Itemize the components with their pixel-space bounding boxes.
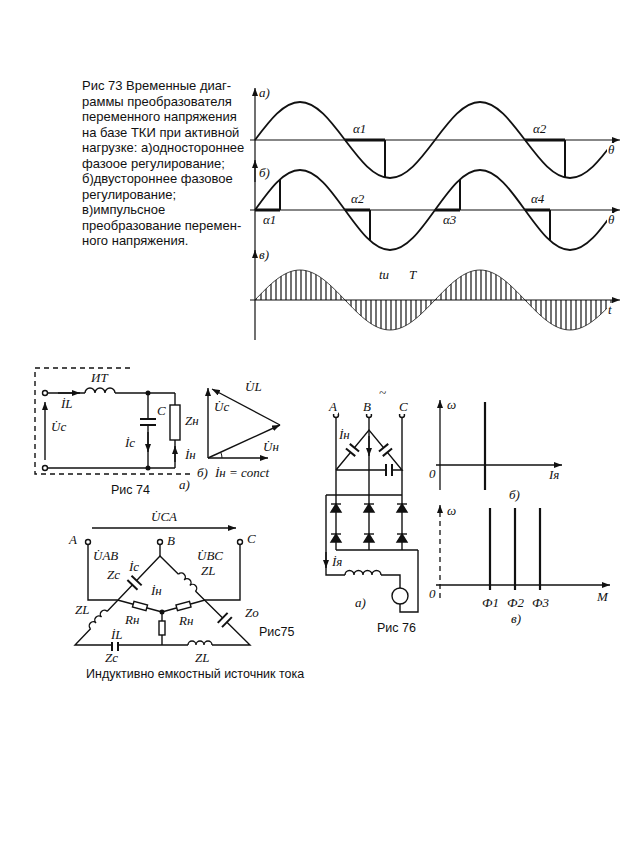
terminal-label: C — [246, 532, 257, 546]
component-label: Rн — [124, 613, 140, 627]
current-label: İя — [331, 555, 343, 569]
component-label: Rн — [178, 614, 194, 628]
axis-label: ω — [446, 504, 457, 518]
terminal-label: B — [362, 400, 372, 414]
figure-number: Рис 74 — [110, 484, 151, 498]
axis-label: 0 — [428, 587, 437, 601]
voltage-label: U̇н — [262, 440, 280, 454]
flux-label: Ф2 — [506, 596, 525, 610]
voltage-label: U̇c — [50, 420, 67, 434]
component-label: Zo — [244, 606, 260, 620]
current-label: İн — [184, 448, 197, 462]
voltage-label: U̇AB — [92, 549, 119, 563]
voltage-label: U̇BC — [196, 549, 224, 563]
current-label: İc — [128, 560, 140, 574]
panel-letter: а) — [258, 86, 271, 100]
angle-label: α2 — [532, 122, 547, 136]
panel-letter: в) — [258, 248, 270, 262]
flux-label: Ф1 — [481, 596, 500, 610]
panel-letter: а) — [354, 596, 367, 610]
condition-note: İн = conct — [214, 466, 270, 480]
axis-label: ω — [446, 398, 457, 412]
panel-letter: в) — [510, 612, 522, 626]
terminal-label: C — [398, 400, 409, 414]
component-label: Zc — [104, 651, 119, 665]
angle-label: α4 — [530, 192, 545, 206]
angle-label: α1 — [262, 213, 277, 227]
axis-label: θ — [607, 213, 615, 227]
voltage-label: U̇c — [213, 400, 230, 414]
panel-letter: б) — [196, 466, 209, 480]
component-label: Zc — [106, 568, 121, 582]
terminal-label: B — [166, 534, 176, 548]
panel-letter: а) — [178, 478, 191, 492]
waveform-a — [250, 88, 620, 182]
terminal-label: A — [328, 400, 338, 414]
time-label: tи — [378, 268, 390, 282]
phasor-diagram — [208, 388, 280, 458]
terminal-label: А — [68, 533, 78, 547]
angle-label: α1 — [352, 122, 367, 136]
current-label: İL — [60, 397, 74, 411]
voltage-label: U̇L — [244, 380, 263, 394]
component-label: ZL — [74, 603, 90, 617]
angle-label: α3 — [442, 213, 457, 227]
time-label: T — [408, 268, 417, 282]
component-label: C — [156, 404, 167, 418]
voltage-label: U̇CA — [150, 510, 178, 524]
waveform-b — [250, 160, 620, 258]
figure-number: Рис 76 — [376, 622, 417, 636]
figure-number: Рис75 — [258, 626, 295, 640]
figure-caption: Рис 73 Временные диаг- раммы преобразова… — [82, 78, 250, 249]
current-label: İL — [110, 628, 124, 642]
component-label: ZL — [200, 564, 216, 578]
rectifier-motor-circuit — [326, 413, 418, 613]
component-label: ZL — [194, 651, 210, 665]
current-label: İн — [150, 584, 163, 598]
axis-label: t — [607, 303, 613, 317]
waveform-c — [250, 250, 620, 340]
axis-label: M — [596, 590, 609, 604]
axis-label: θ — [607, 143, 615, 157]
figure-title: Индуктивно емкостный источник тока — [85, 668, 305, 682]
current-label: İн — [338, 428, 351, 442]
axis-label: 0 — [428, 467, 437, 481]
component-label: ИТ — [90, 371, 109, 385]
lc-current-source — [75, 528, 250, 652]
current-label: İc — [124, 436, 136, 450]
angle-label: α2 — [350, 192, 365, 206]
supply-symbol: ~ — [378, 386, 387, 400]
axis-label: Iя — [548, 468, 560, 482]
characteristic-graphs — [436, 400, 610, 598]
panel-letter: б) — [258, 166, 271, 180]
component-label: Zн — [184, 414, 200, 428]
panel-letter: б) — [508, 488, 521, 502]
current-source-circuit — [35, 368, 190, 474]
flux-label: Ф3 — [531, 596, 550, 610]
